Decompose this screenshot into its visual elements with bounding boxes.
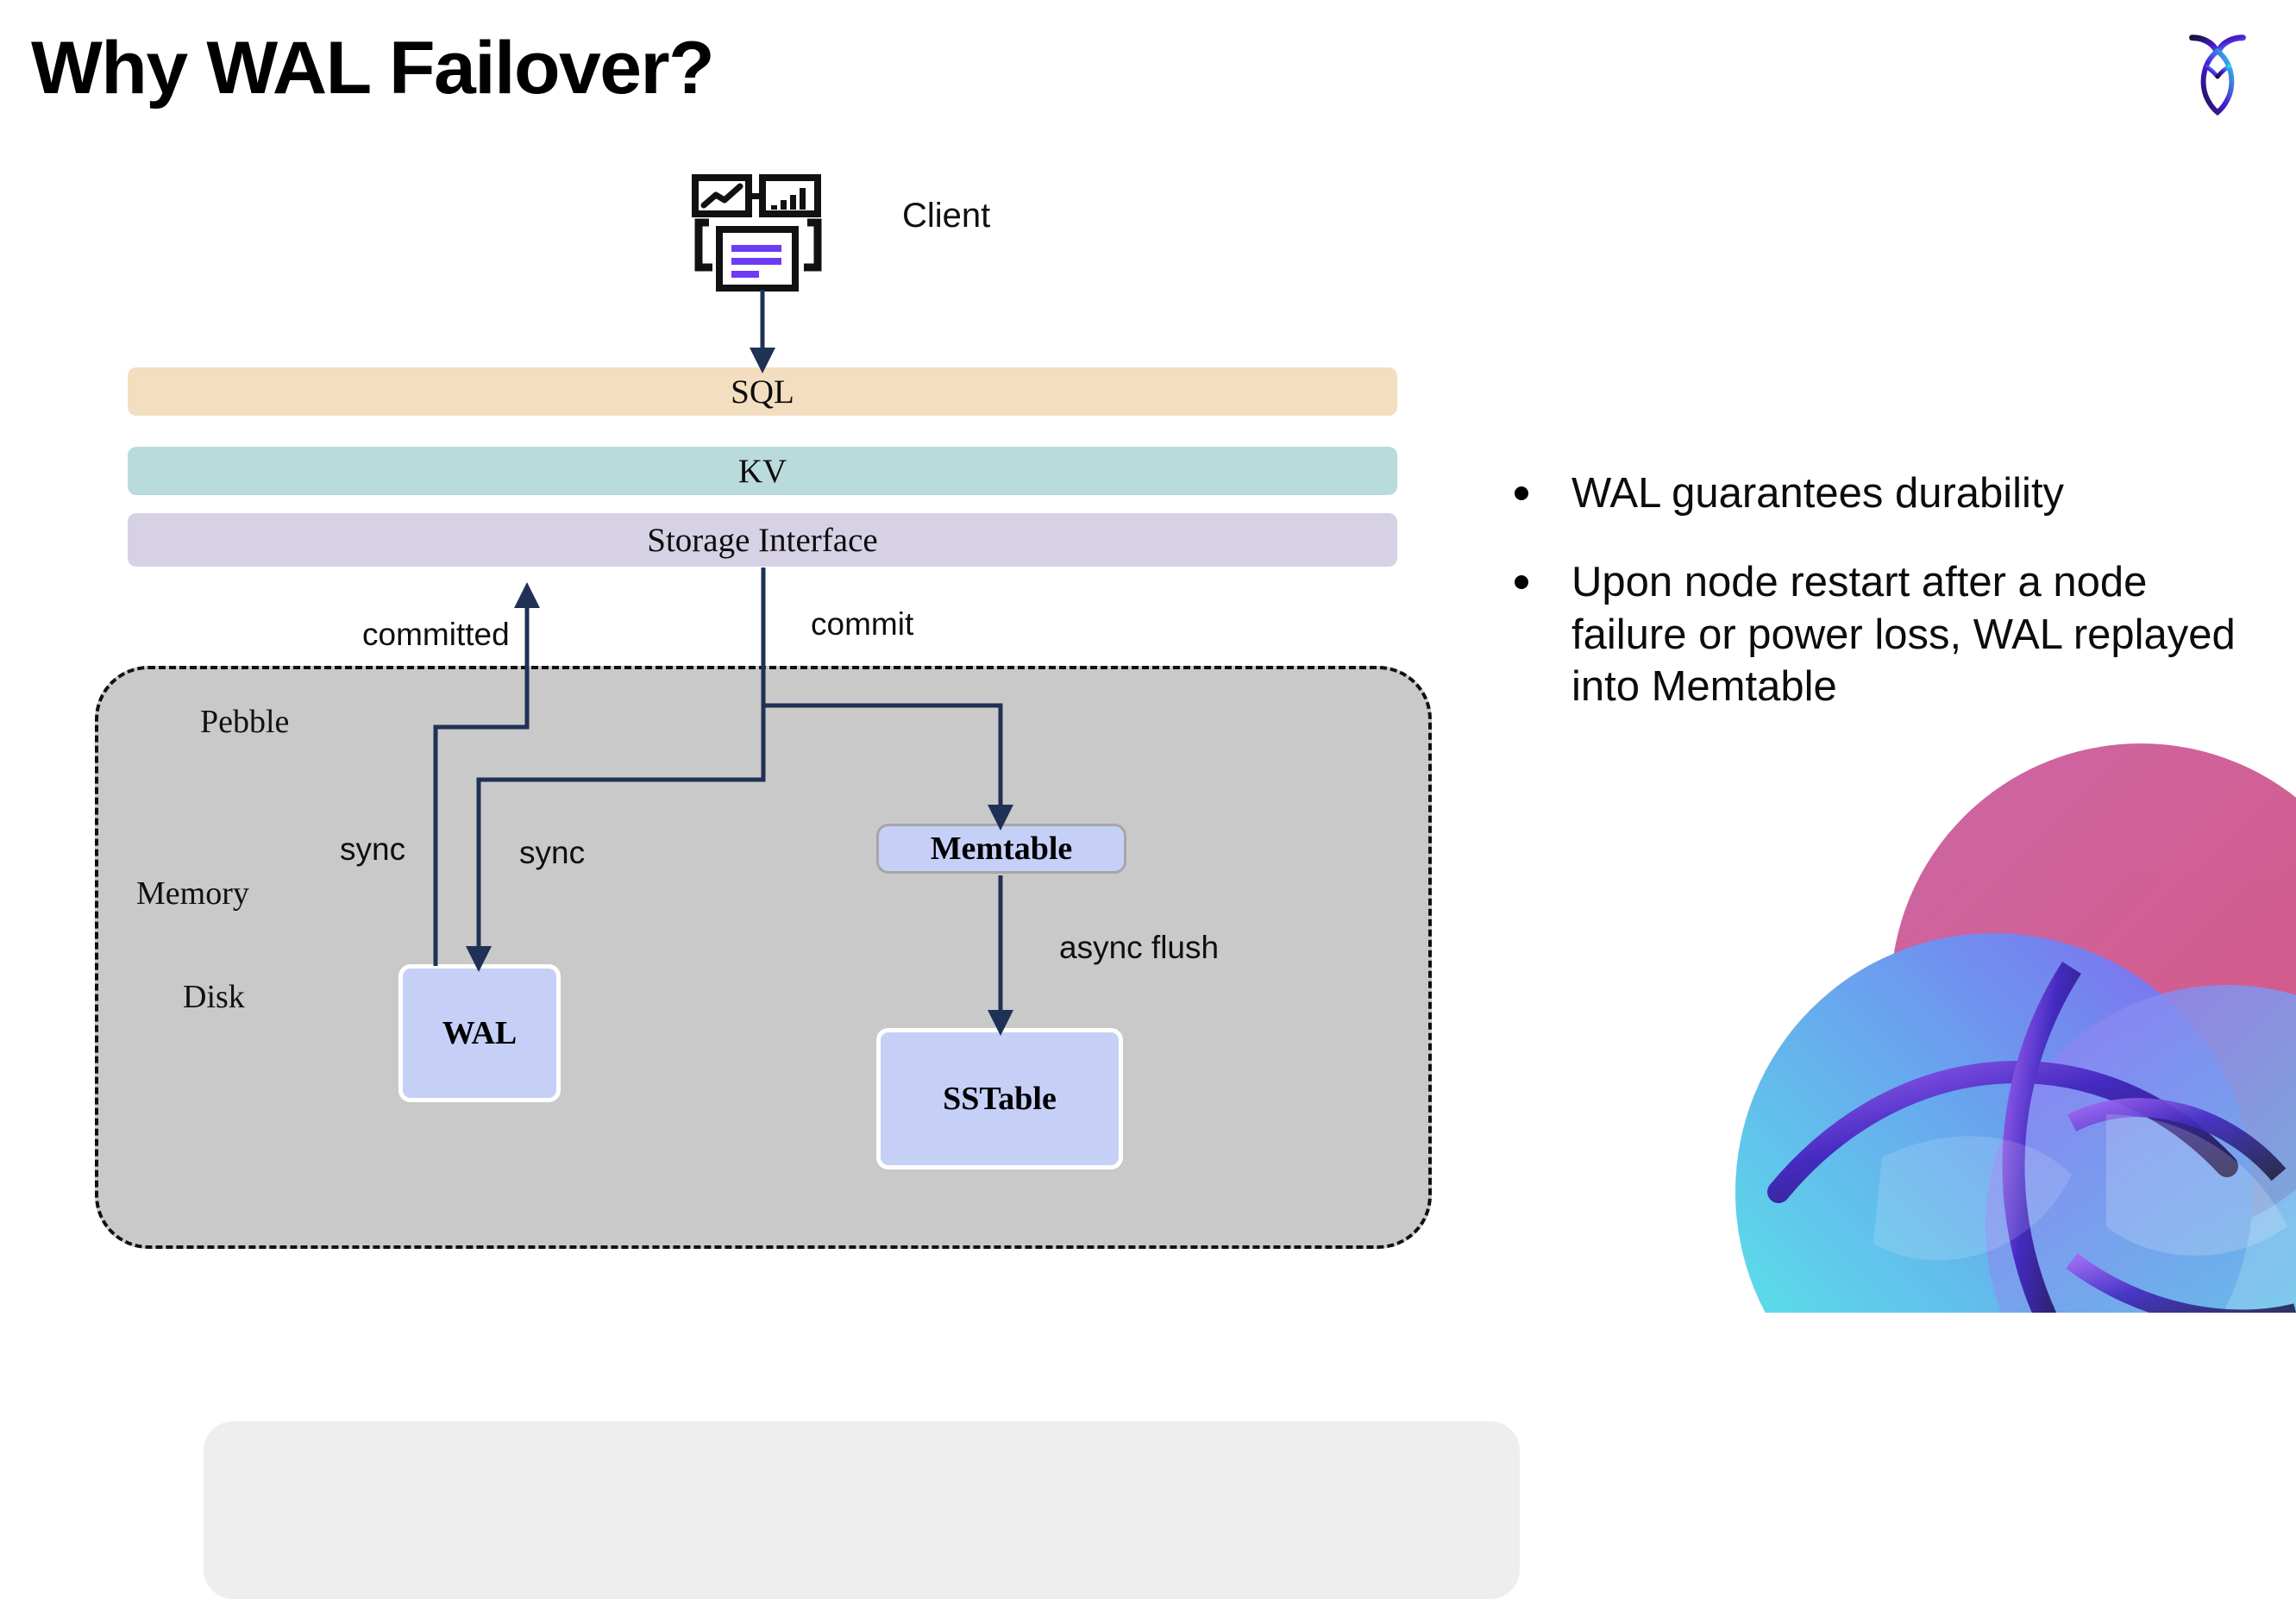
bullet-dot-icon [1515, 574, 1528, 589]
layer-bar-storage-interface[interactable]: Storage Interface [128, 513, 1397, 567]
page-title: Why WAL Failover? [31, 27, 715, 110]
edge-label-commit: commit [811, 606, 914, 642]
bullet-list: WAL guarantees durability Upon node rest… [1515, 467, 2239, 749]
edge-label-sync-2: sync [519, 835, 586, 870]
layer-label-kv: KV [737, 452, 787, 490]
edge-label-sync-1: sync [340, 831, 406, 867]
edge-label-async-flush: async flush [1059, 930, 1220, 965]
layer-bar-sql[interactable]: SQL [128, 367, 1397, 416]
edge-label-committed: committed [362, 617, 510, 652]
sstable-label: SSTable [943, 1081, 1057, 1117]
layer-label-sql: SQL [731, 373, 794, 411]
wal-box[interactable]: WAL [398, 964, 561, 1102]
memtable-box[interactable]: Memtable [876, 824, 1126, 874]
pebble-container [95, 666, 1520, 1599]
client-dashboard-icon [692, 174, 822, 292]
list-item: WAL guarantees durability [1515, 467, 2239, 520]
bullet-text: WAL guarantees durability [1571, 470, 2065, 517]
cockroachdb-watermark-icon [1735, 743, 2296, 1313]
pebble-label: Pebble [200, 704, 290, 740]
sstable-box[interactable]: SSTable [876, 1028, 1123, 1169]
memory-region [204, 1421, 1520, 1599]
disk-label: Disk [183, 979, 245, 1015]
client-label: Client [902, 197, 991, 235]
layer-bar-kv[interactable]: KV [128, 447, 1397, 495]
cockroachdb-logo-icon [2189, 34, 2246, 116]
memory-label: Memory [136, 875, 249, 912]
list-item: Upon node restart after a node failure o… [1515, 556, 2239, 713]
wal-label: WAL [442, 1015, 518, 1051]
memtable-label: Memtable [930, 831, 1073, 867]
bullet-dot-icon [1515, 486, 1528, 500]
layer-label-storage-interface: Storage Interface [647, 521, 878, 559]
bullet-text: Upon node restart after a node failure o… [1571, 558, 2236, 711]
